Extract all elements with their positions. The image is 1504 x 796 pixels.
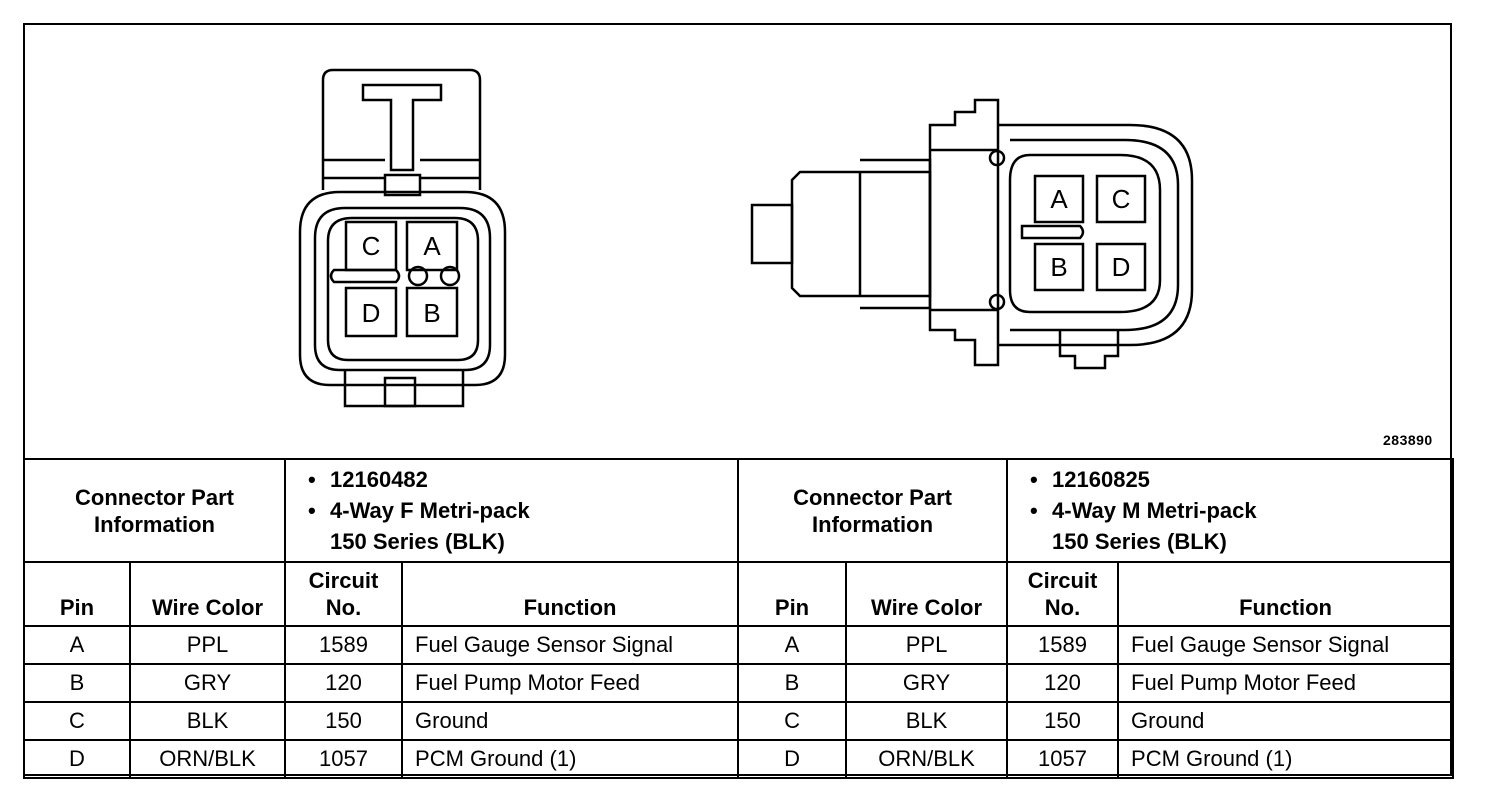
- wire-color-cell: BLK: [845, 701, 1009, 741]
- left-part-desc-2: 150 Series (BLK): [330, 529, 505, 554]
- circuit-cell: 1057: [1006, 739, 1120, 779]
- pin-label-c: C: [1112, 184, 1131, 214]
- table-row: D ORN/BLK 1057 PCM Ground (1) D ORN/BLK …: [23, 739, 1455, 779]
- function-cell: Fuel Gauge Sensor Signal: [1117, 625, 1455, 665]
- pin-label-d: D: [1112, 252, 1131, 282]
- function-cell: Ground: [401, 701, 740, 741]
- part-info-row: Connector Part Information •12160482 •4-…: [22, 458, 1455, 563]
- male-connector-drawing: [750, 98, 1194, 370]
- col-circuit-line1: Circuit: [308, 568, 379, 593]
- left-part-info: •12160482 •4-Way F Metri-pack 150 Series…: [284, 458, 740, 563]
- circuit-cell: 120: [1006, 663, 1120, 703]
- function-cell: Ground: [1117, 701, 1455, 741]
- pinout-table: Connector Part Information •12160482 •4-…: [22, 458, 1455, 779]
- circuit-cell: 1589: [284, 625, 404, 665]
- right-part-info-label: Connector Part Information: [737, 458, 1009, 563]
- wire-color-cell: ORN/BLK: [128, 739, 287, 779]
- function-cell: PCM Ground (1): [401, 739, 740, 779]
- pin-label-d: D: [362, 298, 381, 328]
- figure-number: 283890: [1383, 432, 1433, 448]
- function-cell: Fuel Pump Motor Feed: [401, 663, 740, 703]
- right-part-desc-2: 150 Series (BLK): [1052, 529, 1227, 554]
- male-pin-labels: A C B D: [1050, 184, 1130, 282]
- circuit-cell: 150: [1006, 701, 1120, 741]
- circuit-cell: 120: [284, 663, 404, 703]
- table-row: C BLK 150 Ground C BLK 150 Ground: [23, 701, 1455, 741]
- left-part-number: 12160482: [330, 467, 428, 492]
- col-function: Function: [401, 561, 740, 627]
- pin-label-b: B: [1050, 252, 1067, 282]
- col-pin: Pin: [737, 561, 848, 627]
- circuit-cell: 1057: [284, 739, 404, 779]
- function-cell: PCM Ground (1): [1117, 739, 1455, 779]
- function-cell: Fuel Gauge Sensor Signal: [401, 625, 740, 665]
- table-row: B GRY 120 Fuel Pump Motor Feed B GRY 120…: [23, 663, 1455, 703]
- col-function: Function: [1117, 561, 1455, 627]
- pin-cell: C: [23, 701, 131, 741]
- right-part-number: 12160825: [1052, 467, 1150, 492]
- pin-label-b: B: [423, 298, 440, 328]
- col-circuit-line2: No.: [1044, 595, 1081, 620]
- right-part-info: •12160825 •4-Way M Metri-pack 150 Series…: [1006, 458, 1455, 563]
- col-wire-color: Wire Color: [845, 561, 1009, 627]
- col-circuit-line2: No.: [325, 595, 362, 620]
- right-part-desc-1: 4-Way M Metri-pack: [1052, 498, 1257, 523]
- female-connector-drawing: [298, 68, 507, 408]
- pin-cell: D: [23, 739, 131, 779]
- pin-cell: D: [737, 739, 848, 779]
- pin-label-a: A: [1050, 184, 1068, 214]
- wire-color-cell: BLK: [128, 701, 287, 741]
- pin-cell: B: [23, 663, 131, 703]
- left-part-desc-1: 4-Way F Metri-pack: [330, 498, 530, 523]
- pin-cell: C: [737, 701, 848, 741]
- wire-color-cell: ORN/BLK: [845, 739, 1009, 779]
- pin-label-a: A: [423, 231, 441, 261]
- col-pin: Pin: [23, 561, 131, 627]
- circuit-cell: 150: [284, 701, 404, 741]
- col-wire-color: Wire Color: [128, 561, 287, 627]
- wire-color-cell: PPL: [845, 625, 1009, 665]
- wire-color-cell: PPL: [128, 625, 287, 665]
- left-part-info-label: Connector Part Information: [22, 458, 287, 563]
- wire-color-cell: GRY: [128, 663, 287, 703]
- circuit-cell: 1589: [1006, 625, 1120, 665]
- pin-cell: B: [737, 663, 848, 703]
- pin-label-c: C: [362, 231, 381, 261]
- table-row: A PPL 1589 Fuel Gauge Sensor Signal A PP…: [23, 625, 1455, 665]
- pin-cell: A: [737, 625, 848, 665]
- col-circuit-line1: Circuit: [1027, 568, 1098, 593]
- function-cell: Fuel Pump Motor Feed: [1117, 663, 1455, 703]
- female-pin-labels: C A D B: [362, 231, 442, 328]
- connector-drawings: C A D B A C B D: [298, 68, 1194, 408]
- pin-cell: A: [23, 625, 131, 665]
- wire-color-cell: GRY: [845, 663, 1009, 703]
